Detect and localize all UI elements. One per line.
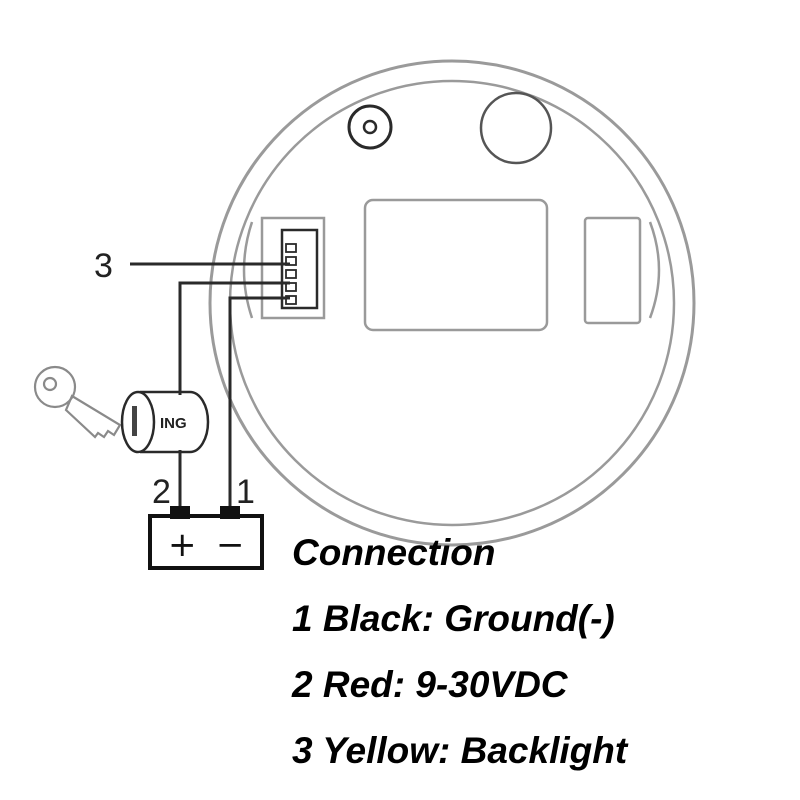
connector-pin-1 [285,243,297,253]
connector-housing [260,216,326,320]
ignition-slot [132,406,137,436]
mounting-stud-outer [347,104,393,150]
gauge-outer-ring [208,59,696,547]
legend-item-1: 1 Black: Ground(-) [292,598,615,639]
key-head [33,365,77,409]
battery-terminal-minus [220,506,240,519]
connector-pin-4 [285,282,297,292]
ignition-body [140,390,210,454]
key-hole [42,376,58,392]
battery-icon [148,506,264,570]
legend-title: Connection [292,532,496,573]
wire-3-label: 3 [94,247,113,285]
ignition-label: ING [160,415,187,432]
legend-item-3: 3 Yellow: Backlight [292,730,628,771]
gauge-back [208,59,696,547]
sensor-hole [479,91,553,165]
battery-terminal-plus [170,506,190,519]
key-blade [64,394,122,439]
battery-plus-sign: + [168,525,197,565]
wire-1-label: 1 [236,473,255,511]
label-plate [363,198,549,332]
connector-pin-2 [285,256,297,266]
wire-2-label: 2 [152,473,171,511]
connector-pin-3 [285,269,297,279]
connection-legend: Connection 1 Black: Ground(-) 2 Red: 9-3… [292,530,792,794]
connector-pin-5 [285,295,297,305]
right-edge-bump [648,221,661,319]
left-edge-bump [242,221,254,319]
wire-1 [228,296,290,516]
legend-item-2: 2 Red: 9-30VDC [292,664,568,705]
ignition-switch-icon [120,390,210,454]
wires [130,262,290,516]
mounting-stud-inner [362,119,378,135]
battery-body [148,514,264,570]
battery-minus-sign: − [216,525,245,565]
connector [280,228,319,310]
wire-2 [178,281,290,516]
key-icon [33,365,122,439]
connector-body [280,228,319,310]
ignition-face [120,390,156,454]
right-block [583,216,642,325]
